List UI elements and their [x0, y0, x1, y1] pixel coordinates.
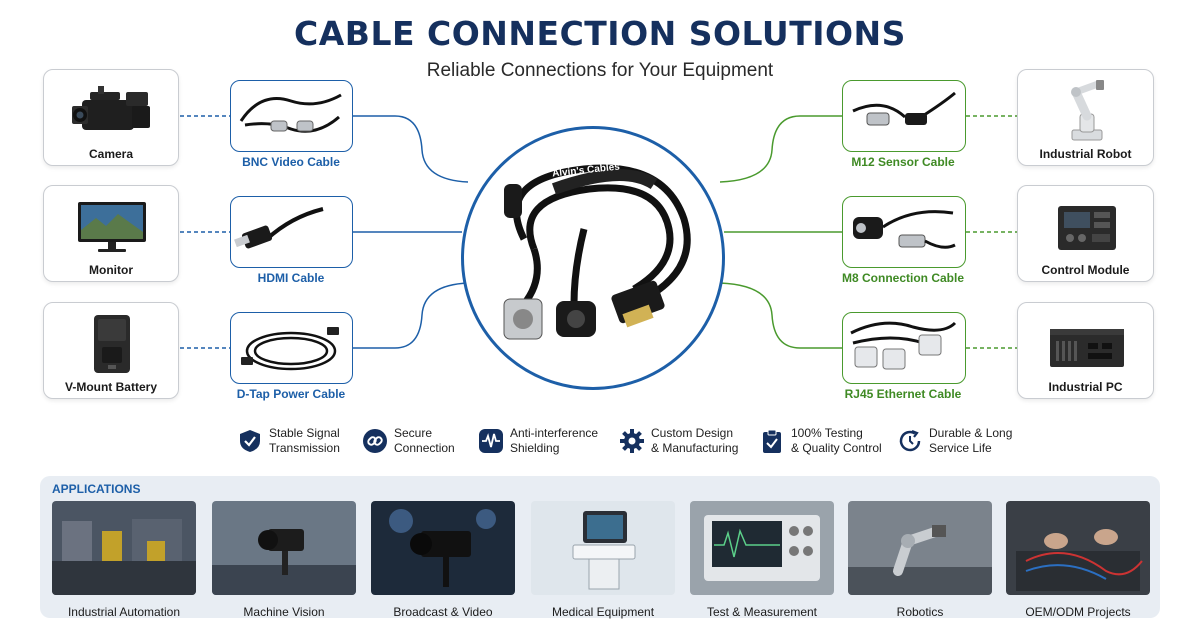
device-card-control-module: Control Module	[1017, 185, 1154, 282]
app-robotics: Robotics	[848, 501, 992, 619]
robotics-photo	[848, 501, 992, 595]
page-title: CABLE CONNECTION SOLUTIONS	[294, 14, 906, 53]
device-card-industrial-pc: Industrial PC	[1017, 302, 1154, 399]
app-label: Robotics	[896, 605, 944, 619]
device-card-battery: V-Mount Battery	[43, 302, 179, 399]
app-medical-equipment: Medical Equipment	[531, 501, 675, 619]
device-label: Industrial Robot	[1039, 147, 1132, 161]
cable-card-m12	[842, 80, 966, 152]
app-broadcast-video: Broadcast & Video	[371, 501, 515, 619]
link-dtap-center	[353, 282, 469, 349]
monitor-icon	[78, 202, 146, 252]
dtap-cable-icon	[241, 327, 339, 371]
link-center-m12	[719, 115, 842, 183]
cable-label-dtap: D-Tap Power Cable	[236, 387, 346, 401]
cable-card-bnc	[230, 80, 353, 152]
test-measurement-photo	[690, 501, 834, 595]
app-test-measurement: Test & Measurement	[690, 501, 834, 619]
broadcast-video-photo	[371, 501, 515, 595]
app-label: Machine Vision	[243, 605, 325, 619]
cable-card-dtap	[230, 312, 353, 384]
feature-text: Custom Design& Manufacturing	[651, 426, 739, 455]
app-machine-vision: Machine Vision	[212, 501, 356, 619]
device-label: Monitor	[89, 263, 133, 277]
app-label: Industrial Automation	[67, 605, 181, 619]
applications-panel: APPLICATIONS Industrial Automation Machi…	[40, 476, 1160, 619]
industrial-pc-icon	[1050, 329, 1124, 367]
device-label: Industrial PC	[1048, 380, 1123, 394]
m8-cable-icon	[853, 210, 956, 249]
app-label: Test & Measurement	[706, 605, 818, 619]
cable-label-m8: M8 Connection Cable	[841, 271, 964, 285]
device-card-monitor: Monitor	[43, 185, 179, 282]
link-center-rj45	[719, 282, 842, 349]
shield-check-icon	[240, 430, 260, 452]
hybrid-cable-icon	[503, 164, 691, 340]
industrial-automation-photo	[52, 501, 196, 595]
link-bnc-center	[353, 115, 469, 183]
device-card-robot: Industrial Robot	[1017, 69, 1154, 166]
hdmi-cable-icon	[234, 207, 324, 249]
control-module-icon	[1058, 206, 1116, 250]
cable-card-m8	[842, 196, 966, 268]
app-industrial-automation: Industrial Automation	[52, 501, 196, 619]
cable-card-rj45	[842, 312, 966, 384]
machine-vision-photo	[212, 501, 356, 595]
app-label: OEM/ODM Projects	[1025, 605, 1131, 619]
app-label: Broadcast & Video	[393, 605, 493, 619]
battery-icon	[94, 315, 130, 373]
cable-label-m12: M12 Sensor Cable	[851, 155, 955, 169]
clipboard-check-icon	[763, 429, 781, 453]
oem-odm-photo	[1006, 501, 1150, 595]
cable-card-hdmi	[230, 196, 353, 268]
robot-arm-icon	[1071, 80, 1104, 141]
medical-equipment-photo	[531, 501, 675, 595]
cable-label-rj45: RJ45 Ethernet Cable	[844, 387, 962, 401]
device-label: Control Module	[1041, 263, 1130, 277]
cable-label-hdmi: HDMI Cable	[257, 271, 325, 285]
device-label: Camera	[88, 147, 134, 161]
applications-title: APPLICATIONS	[52, 482, 141, 496]
page-subtitle: Reliable Connections for Your Equipment	[426, 60, 774, 81]
gear-icon	[620, 429, 644, 453]
device-label: V-Mount Battery	[64, 380, 157, 394]
camera-icon	[72, 86, 150, 130]
rj45-cable-icon	[850, 321, 957, 370]
center-cable-circle: Alvin's Cables	[461, 126, 725, 390]
device-card-camera: Camera	[43, 69, 179, 166]
app-label: Medical Equipment	[551, 605, 655, 619]
link-icon	[363, 429, 387, 453]
bnc-cable-icon	[239, 93, 342, 133]
waveform-icon	[479, 429, 503, 453]
m12-cable-icon	[852, 91, 956, 126]
cable-label-bnc: BNC Video Cable	[242, 155, 340, 169]
feature-text: 100% Testing& Quality Control	[791, 426, 882, 455]
refresh-clock-icon	[899, 429, 921, 452]
app-oem-odm: OEM/ODM Projects	[1006, 501, 1150, 619]
